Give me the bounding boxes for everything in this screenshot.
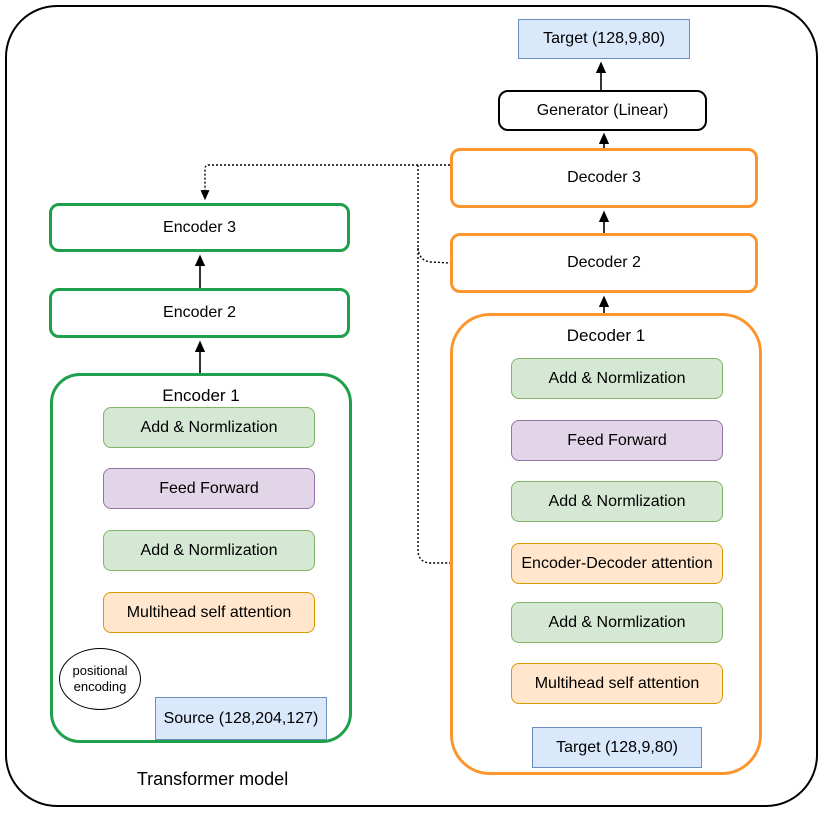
decoder-add-norm-bottom-box: Add & Normlization — [511, 602, 723, 643]
target-output-box: Target (128,9,80) — [518, 19, 690, 59]
encoder3-box: Encoder 3 — [49, 203, 350, 252]
encoder1-title: Encoder 1 — [162, 386, 240, 405]
encoder-add-norm-bottom-box: Add & Normlization — [103, 530, 315, 571]
positional-encoding-ellipse: positional encoding — [59, 648, 141, 710]
positional-encoding-line2: encoding — [73, 679, 127, 694]
positional-encoding-line1: positional — [72, 662, 128, 678]
target-input-box: Target (128,9,80) — [532, 727, 702, 768]
decoder-feed-forward-box: Feed Forward — [511, 420, 723, 461]
source-input-box: Source (128,204,127) — [155, 697, 327, 740]
decoder2-box: Decoder 2 — [450, 233, 758, 293]
encoder-add-norm-top-box: Add & Normlization — [103, 407, 315, 448]
decoder-add-norm-top-box: Add & Normlization — [511, 358, 723, 399]
generator-box: Generator (Linear) — [498, 90, 707, 131]
encoder-decoder-attention-box: Encoder-Decoder attention — [511, 543, 723, 584]
diagram-caption: Transformer model — [136, 769, 289, 789]
decoder-add-norm-middle-box: Add & Normlization — [511, 481, 723, 522]
decoder1-title: Decoder 1 — [566, 326, 646, 345]
decoder3-box: Decoder 3 — [450, 148, 758, 208]
encoder-feed-forward-box: Feed Forward — [103, 468, 315, 509]
encoder2-box: Encoder 2 — [49, 288, 350, 338]
encoder-multihead-attention-box: Multihead self attention — [103, 592, 315, 633]
decoder-multihead-attention-box: Multihead self attention — [511, 663, 723, 704]
